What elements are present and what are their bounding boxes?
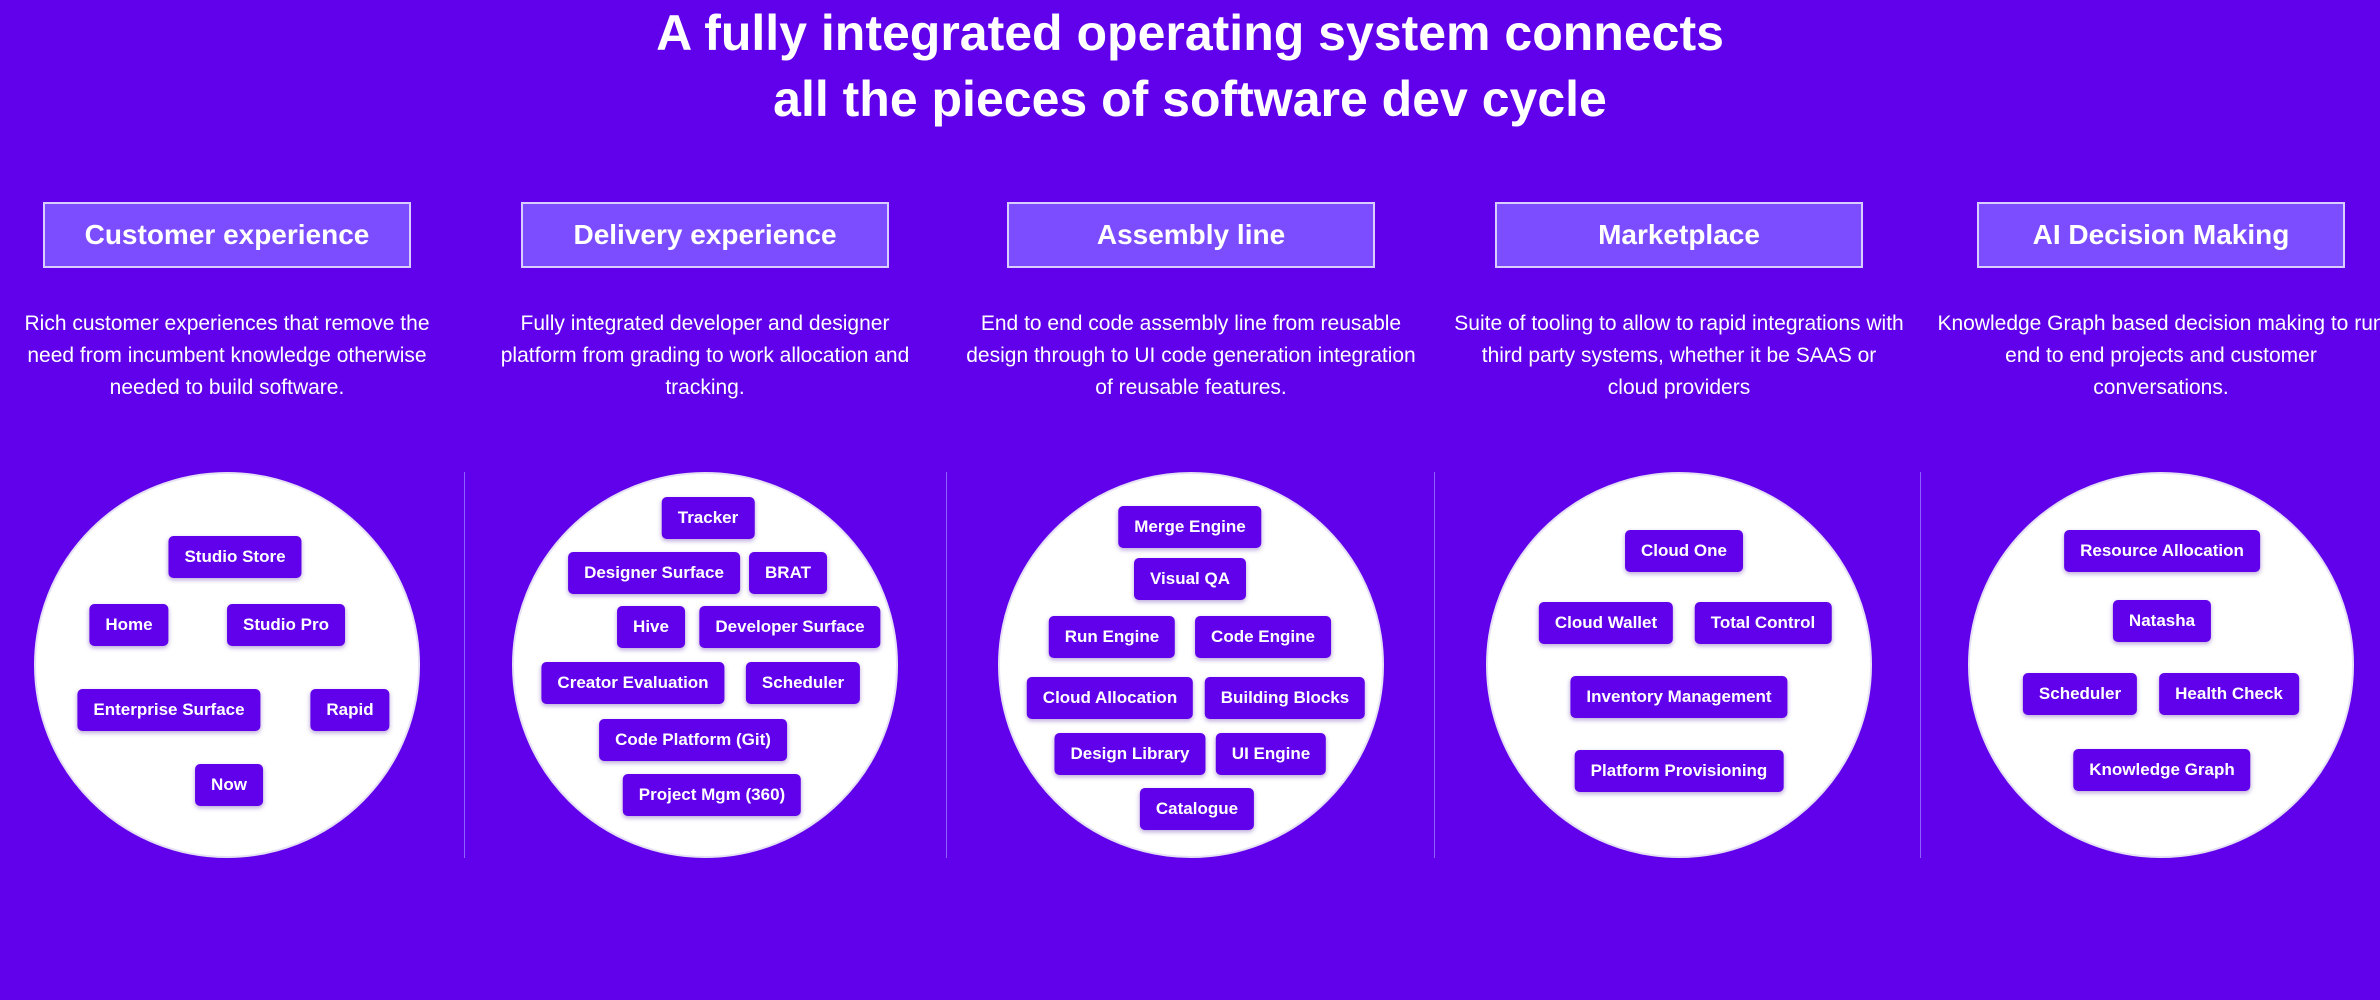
title-line-1: A fully integrated operating system conn…	[656, 5, 1724, 61]
feature-chip-inventory-management: Inventory Management	[1570, 676, 1788, 718]
feature-chip-cloud-one: Cloud One	[1625, 530, 1743, 572]
title-line-2: all the pieces of software dev cycle	[773, 71, 1607, 127]
column-heading: Marketplace	[1495, 202, 1863, 268]
column-description: Suite of tooling to allow to rapid integ…	[1454, 312, 1904, 399]
feature-chip-scheduler: Scheduler	[745, 662, 861, 704]
feature-chip-brat: BRAT	[749, 552, 827, 594]
column-ai-decision-making: AI Decision Making Knowledge Graph based…	[1936, 0, 2380, 1000]
feature-chip-platform-provisioning: Platform Provisioning	[1574, 750, 1784, 792]
feature-chip-ui-engine: UI Engine	[1215, 733, 1327, 775]
page-title: A fully integrated operating system conn…	[0, 0, 2380, 132]
column-divider	[1434, 472, 1435, 858]
feature-chip-total-control: Total Control	[1694, 602, 1832, 644]
feature-chip-cloud-allocation: Cloud Allocation	[1026, 677, 1194, 719]
column-heading: AI Decision Making	[1977, 202, 2345, 268]
feature-circle: Studio Store Home Studio Pro Enterprise …	[34, 472, 420, 858]
feature-chip-health-check: Health Check	[2159, 673, 2299, 715]
column-heading: Customer experience	[43, 202, 411, 268]
column-heading: Delivery experience	[521, 202, 889, 268]
feature-chip-creator-evaluation: Creator Evaluation	[541, 662, 725, 704]
feature-chip-tracker: Tracker	[661, 497, 755, 539]
column-customer-experience: Customer experience Rich customer experi…	[2, 0, 452, 1000]
feature-chip-resource-allocation: Resource Allocation	[2064, 530, 2260, 572]
feature-chip-cloud-wallet: Cloud Wallet	[1538, 602, 1674, 644]
feature-chip-design-library: Design Library	[1054, 733, 1206, 775]
feature-chip-code-engine: Code Engine	[1195, 616, 1331, 658]
column-divider	[464, 472, 465, 858]
column-marketplace: Marketplace Suite of tooling to allow to…	[1454, 0, 1904, 1000]
feature-chip-visual-qa: Visual QA	[1134, 558, 1246, 600]
column-heading: Assembly line	[1007, 202, 1375, 268]
feature-chip-rapid: Rapid	[310, 689, 390, 731]
feature-chip-knowledge-graph: Knowledge Graph	[2073, 749, 2251, 791]
column-description: Rich customer experiences that remove th…	[24, 312, 430, 399]
feature-chip-merge-engine: Merge Engine	[1118, 506, 1262, 548]
feature-chip-hive: Hive	[617, 606, 685, 648]
feature-chip-developer-surface: Developer Surface	[699, 606, 881, 648]
feature-circle: Resource Allocation Natasha Scheduler He…	[1968, 472, 2354, 858]
feature-chip-run-engine: Run Engine	[1048, 616, 1176, 658]
feature-chip-enterprise-surface: Enterprise Surface	[77, 689, 261, 731]
feature-chip-scheduler: Scheduler	[2022, 673, 2138, 715]
column-description: End to end code assembly line from reusa…	[966, 312, 1416, 399]
column-divider	[946, 472, 947, 858]
feature-chip-studio-store: Studio Store	[168, 536, 302, 578]
feature-circle: Tracker Designer Surface BRAT Hive Devel…	[512, 472, 898, 858]
feature-chip-project-mgm-360: Project Mgm (360)	[622, 774, 802, 816]
feature-chip-building-blocks: Building Blocks	[1204, 677, 1366, 719]
feature-chip-natasha: Natasha	[2112, 600, 2212, 642]
feature-circle: Cloud One Cloud Wallet Total Control Inv…	[1486, 472, 1872, 858]
feature-chip-designer-surface: Designer Surface	[568, 552, 740, 594]
column-delivery-experience: Delivery experience Fully integrated dev…	[480, 0, 930, 1000]
column-assembly-line: Assembly line End to end code assembly l…	[966, 0, 1416, 1000]
column-divider	[1920, 472, 1921, 858]
feature-chip-code-platform-git: Code Platform (Git)	[599, 719, 787, 761]
feature-chip-studio-pro: Studio Pro	[227, 604, 345, 646]
feature-chip-now: Now	[195, 764, 263, 806]
feature-chip-catalogue: Catalogue	[1139, 788, 1255, 830]
column-description: Knowledge Graph based decision making to…	[1937, 312, 2380, 399]
column-description: Fully integrated developer and designer …	[500, 312, 910, 399]
feature-chip-home: Home	[89, 604, 169, 646]
feature-circle: Merge Engine Visual QA Run Engine Code E…	[998, 472, 1384, 858]
